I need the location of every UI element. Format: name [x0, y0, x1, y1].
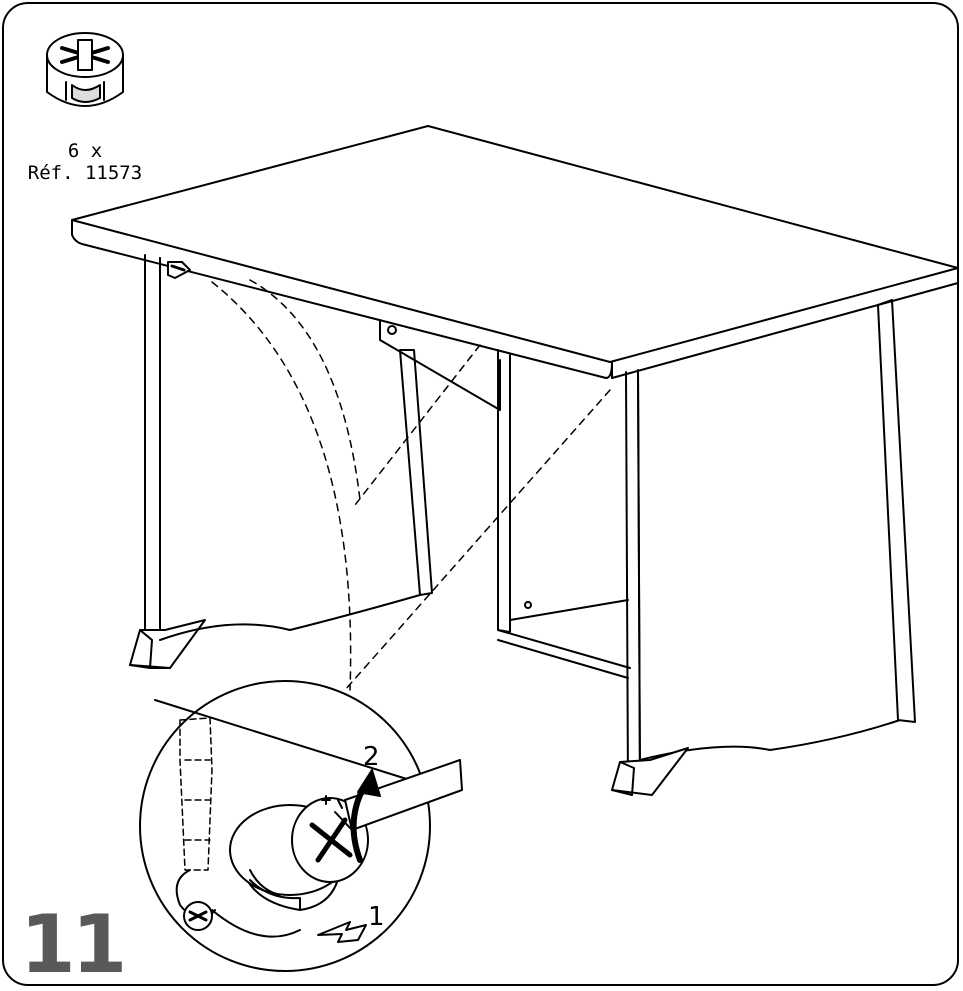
cam-lock-fitting-icon [46, 32, 124, 107]
hardware-quantity: 6 x [67, 140, 103, 162]
step-number: 11 [20, 898, 127, 991]
back-left-leg [129, 254, 206, 669]
callout-1: 1 [368, 902, 385, 932]
callout-2: 2 [363, 742, 380, 772]
front-right-leg [611, 299, 916, 796]
hardware-reference: Réf. 11573 [27, 162, 143, 184]
rear-panel [387, 325, 631, 679]
left-side-panel [159, 319, 501, 641]
detail-magnifier [139, 680, 463, 972]
guide-lines [211, 279, 611, 691]
hardware-label: 6 x Réf. 11573 [0, 140, 170, 184]
table-top [71, 125, 959, 379]
